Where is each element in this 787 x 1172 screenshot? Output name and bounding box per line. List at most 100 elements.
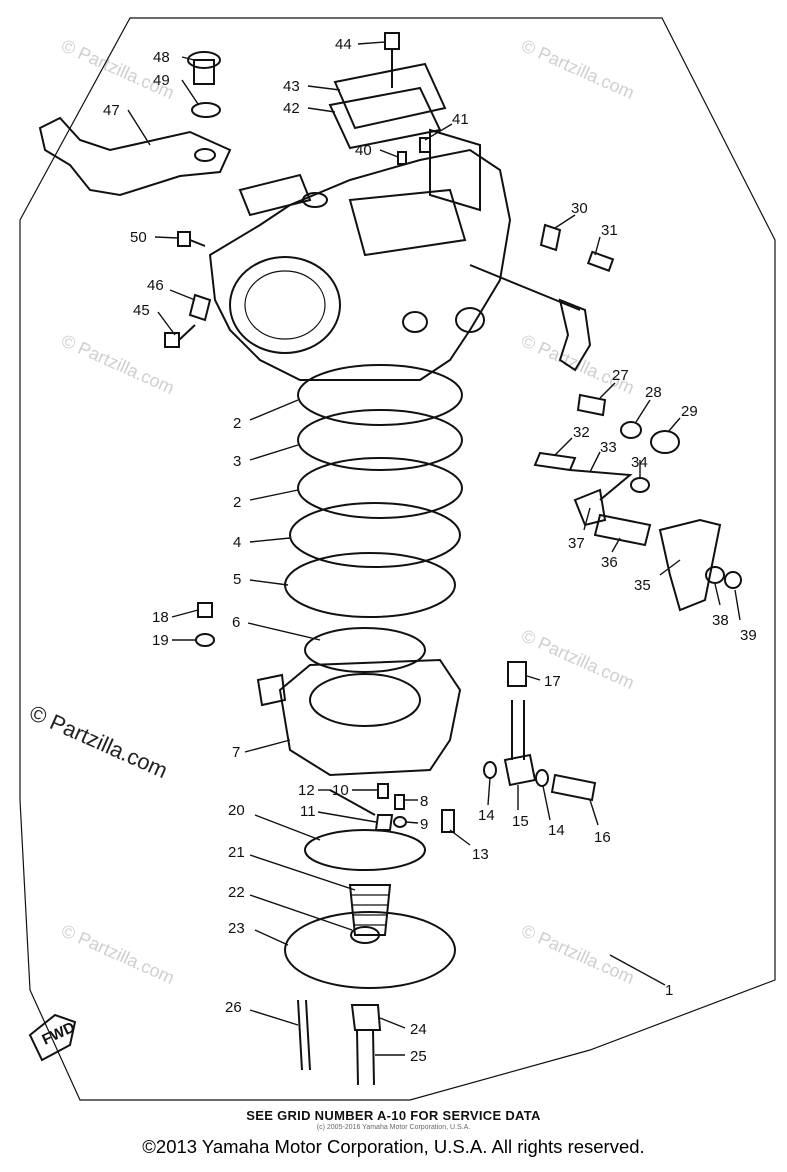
- carb-throat-inner: [244, 270, 326, 340]
- gasket-5: [284, 552, 456, 618]
- fwd-arrow: FWD: [28, 1013, 78, 1062]
- screw-18-group: [195, 602, 215, 647]
- spring-coils: [352, 894, 388, 926]
- callout-7: 7: [232, 744, 240, 761]
- metering-group: [284, 829, 456, 989]
- callout-46: 46: [147, 277, 164, 294]
- callout-20: 20: [228, 802, 245, 819]
- nut-24: [350, 1004, 382, 1031]
- cap-17: [507, 661, 527, 687]
- background-watermarks: © Partzilla.com © Partzilla.com © Partzi…: [58, 35, 637, 988]
- lever-11: [374, 814, 394, 831]
- jet-40: [397, 151, 407, 165]
- spring-10: [377, 783, 389, 799]
- washer-14a: [483, 761, 497, 779]
- callout-10: 10: [332, 782, 349, 799]
- callout-19: 19: [152, 632, 169, 649]
- washer-38: [705, 566, 725, 584]
- callout-27: 27: [612, 367, 629, 384]
- pump-body: [256, 658, 462, 777]
- callout-26: 26: [225, 999, 242, 1016]
- cap-29: [650, 430, 680, 454]
- valve-6: [304, 627, 426, 673]
- seat-22: [350, 926, 380, 944]
- screw-50: [177, 231, 191, 247]
- callout-23: 23: [228, 920, 245, 937]
- callout-2-upper: 2: [233, 415, 241, 432]
- diaphragm-20: [304, 829, 426, 871]
- bolt-26-b: [305, 999, 311, 1071]
- bg-watermark: © Partzilla.com: [518, 920, 637, 988]
- callout-36: 36: [601, 554, 618, 571]
- callout-14a: 14: [478, 807, 495, 824]
- spring-21-22: [348, 884, 392, 936]
- carb-body: [208, 128, 592, 381]
- callout-21: 21: [228, 844, 245, 861]
- cap-48: [187, 51, 221, 69]
- callout-45: 45: [133, 302, 150, 319]
- pump-chamber: [309, 673, 421, 727]
- leader-lines: [127, 41, 741, 1056]
- callout-3: 3: [233, 453, 241, 470]
- choke-linkage: [533, 393, 742, 612]
- lever-35: [658, 518, 722, 612]
- callout-35: 35: [634, 577, 651, 594]
- washer-49: [191, 102, 221, 118]
- callout-30: 30: [571, 200, 588, 217]
- bg-watermark: © Partzilla.com: [58, 330, 177, 398]
- screw-45: [164, 332, 180, 348]
- callout-33: 33: [600, 439, 617, 456]
- bolt-25-b: [372, 1029, 375, 1086]
- screw-31: [586, 250, 615, 272]
- washer-19: [195, 633, 215, 647]
- callout-2-lower: 2: [233, 494, 241, 511]
- callout-16: 16: [594, 829, 611, 846]
- callout-1: 1: [665, 982, 673, 999]
- callout-42: 42: [283, 100, 300, 117]
- lever-37: [573, 488, 607, 527]
- callout-41: 41: [452, 111, 469, 128]
- spring-30: [539, 223, 562, 252]
- pin-12: [329, 789, 376, 816]
- carb-top-chamber: [348, 188, 467, 257]
- callouts: 44 48 49 43 42 47 41 40 30 31 50 46 45 2…: [103, 36, 757, 1065]
- spring-46: [188, 293, 212, 322]
- bolt-25: [356, 1029, 359, 1086]
- carb-stack: [429, 128, 481, 212]
- screw-27: [576, 393, 607, 417]
- callout-14b: 14: [548, 822, 565, 839]
- diaphragm-3: [297, 409, 463, 471]
- screw-45-shank: [178, 324, 196, 341]
- bg-watermark: © Partzilla.com: [518, 625, 637, 693]
- callout-5: 5: [233, 571, 241, 588]
- callout-40: 40: [355, 142, 372, 159]
- callout-25: 25: [410, 1048, 427, 1065]
- bg-watermark: © Partzilla.com: [58, 920, 177, 988]
- callout-50: 50: [130, 229, 147, 246]
- callout-9: 9: [420, 816, 428, 833]
- callout-47: 47: [103, 102, 120, 119]
- callout-6: 6: [232, 614, 240, 631]
- callout-17: 17: [544, 673, 561, 690]
- bracket-47: [38, 116, 232, 197]
- bottom-bolts: [297, 999, 382, 1086]
- top-cover-group: [328, 32, 447, 150]
- screw-41: [419, 137, 431, 153]
- bolt-26: [297, 999, 303, 1071]
- inlet-15-base: [503, 753, 537, 787]
- callout-24: 24: [410, 1021, 427, 1038]
- bracket-47-hole: [194, 148, 216, 162]
- callout-44: 44: [335, 36, 352, 53]
- screw-50-shank: [189, 239, 206, 247]
- bg-watermark: © Partzilla.com: [58, 35, 177, 103]
- clip-39: [724, 571, 742, 589]
- callout-11: 11: [300, 803, 316, 820]
- callout-12: 12: [298, 782, 315, 799]
- carb-throat: [229, 256, 341, 354]
- fwd-arrow-shape: [28, 1013, 77, 1062]
- callout-4: 4: [233, 534, 241, 551]
- callout-31: 31: [601, 222, 618, 239]
- callout-32: 32: [573, 424, 590, 441]
- throttle-lever: [558, 298, 592, 372]
